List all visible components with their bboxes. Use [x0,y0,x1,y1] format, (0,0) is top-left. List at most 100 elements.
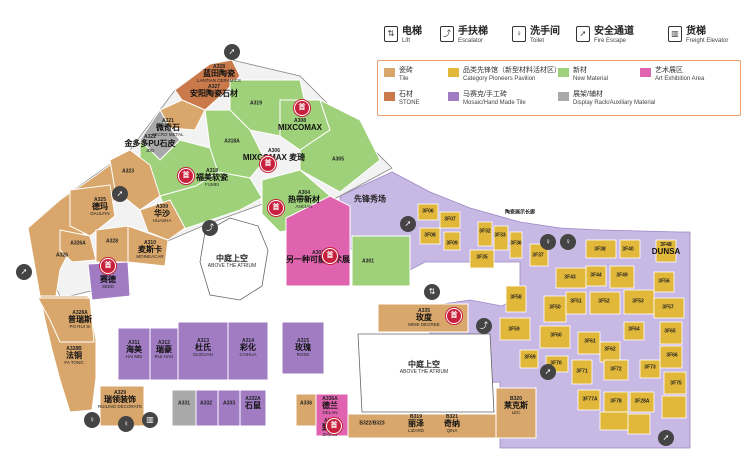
escalator-icon: ⤴ [440,26,454,42]
stall-32 [603,359,629,381]
stall-2 [419,227,441,245]
icon-legend-zh: 安全通道 [594,26,634,37]
zone-tile-a325 [69,184,116,237]
stall-39 [599,411,629,431]
stall-22 [499,317,531,341]
stall-24 [577,331,601,355]
zone-mosaic-a332 [195,389,219,427]
fire-escape-icon: ➚ [400,216,416,232]
fire-escape-icon: ➚ [576,26,590,42]
zone-mosaic-a314 [227,321,269,381]
zone-tile-a326a [59,229,97,263]
stall-25 [599,341,621,363]
atrium-label-2-zh: 中庭上空 [408,359,440,369]
stall-21 [505,285,527,313]
toilet-icon: ♀ [512,26,526,42]
stall-0 [417,203,439,221]
fire-escape-icon: ➚ [658,430,674,446]
stall-36 [603,391,629,413]
zone-mosaic-a313 [177,321,229,381]
toilet-icon: ♀ [540,234,556,250]
zone-tile-b-row [347,413,497,439]
stall-17 [589,291,621,315]
legend-swatch [640,68,651,77]
atrium-label-1-zh: 中庭上空 [216,253,248,263]
icon-legend-en: Lift [402,38,411,44]
stall-34 [663,371,687,395]
featured-badge-icon[interactable]: 首 [294,100,310,116]
stall-8 [529,243,549,267]
stall-4 [477,221,493,247]
featured-badge-icon[interactable]: 首 [326,418,342,434]
featured-badge-icon[interactable]: 首 [446,308,462,324]
legend-zh: 新材 [573,67,587,74]
featured-badge-icon[interactable]: 首 [178,168,194,184]
featured-badge-icon[interactable]: 首 [100,258,116,274]
legend-swatch [558,92,569,101]
icon-legend-zh: 货梯 [686,26,706,37]
atrium-label-2-en: ABOVE THE ATRIUM [399,368,449,375]
legend-en: New Material [573,76,609,82]
atrium-label-1: 中庭上空 ABOVE THE ATRIUM [208,253,256,269]
stall-14 [609,265,635,289]
stall-19 [653,271,675,293]
stall-33 [639,359,661,379]
pioneer-show-label: 先锋秀场 [354,194,386,205]
icon-legend-zh: 手扶梯 [458,26,488,37]
stall-20 [653,297,685,319]
lift-icon: ⇅ [384,26,398,42]
color-legend-item-2: 新材 New Material [558,67,608,83]
stall-31 [571,359,593,385]
stall-10 [619,239,641,259]
featured-badge-icon[interactable]: 首 [260,156,276,172]
featured-badge-icon[interactable]: 首 [322,248,338,264]
fire-escape-icon: ➚ [540,364,556,380]
corridor-label: 陶瓷展示长廊 [504,209,536,216]
zone-new-material-a306 [299,99,381,193]
legend-en: Tile [399,76,409,82]
icon-legend-en: Toilet [530,38,545,44]
featured-badge-icon[interactable]: 首 [268,200,284,216]
zone-art-a302 [285,195,351,287]
fire-escape-icon: ➚ [112,186,128,202]
stall-9 [585,239,617,259]
stall-13 [585,265,607,287]
escalator-icon: ⤴ [202,220,218,236]
toilet-icon: ♀ [118,416,134,432]
fire-escape-icon: ➚ [16,264,32,280]
stall-11 [655,239,677,263]
stall-7 [509,231,523,259]
stall-37 [629,391,655,413]
atrium-1 [199,217,269,301]
zone-tile-a328a-left [37,297,95,343]
legend-swatch [448,92,459,101]
zone-new-material-a318a [204,109,266,179]
atrium-2 [357,333,495,413]
icon-legend-en: Escalator [458,38,484,44]
stall-28 [659,345,683,369]
stall-26 [623,321,645,341]
zone-tile-a336 [295,393,317,427]
stall-16 [565,291,587,315]
legend-swatch [384,92,395,101]
legend-swatch [558,68,569,77]
legend-zh: 马赛克/手工砖 [463,91,507,98]
stall-3 [443,231,461,251]
zone-mosaic-a311 [117,327,151,381]
zone-mosaic-a315 [281,321,325,375]
zone-tile-a309 [139,199,186,241]
zone-mosaic-a332a [239,389,267,427]
stall-18 [623,289,655,315]
zone-tile-a310 [127,225,169,267]
zone-rack-a331 [171,389,197,427]
legend-zh: 艺术展区 [655,67,683,74]
zone-mosaic-a312 [149,327,179,381]
pioneer-show-text: 先锋秀场 [354,194,386,204]
